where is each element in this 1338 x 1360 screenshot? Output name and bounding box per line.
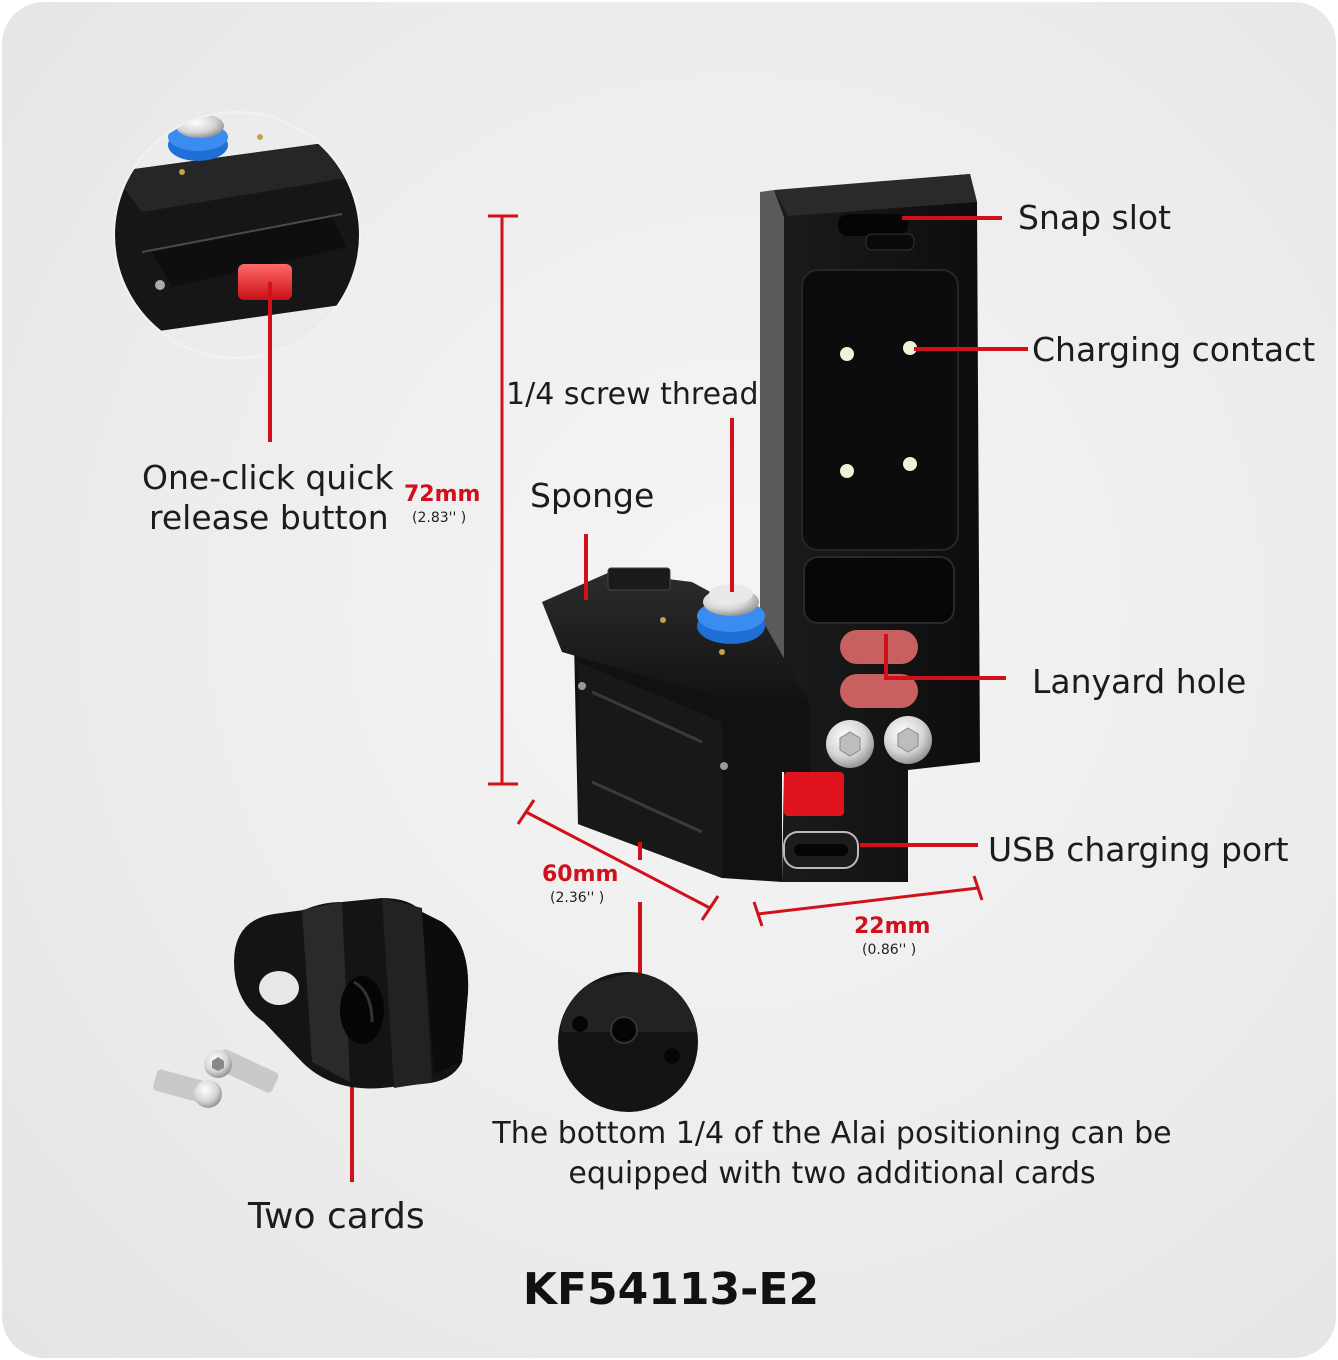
width-dim-inches: (0.86'' ) bbox=[862, 942, 917, 958]
lanyard-hole-label: Lanyard hole bbox=[1032, 662, 1247, 701]
adapter-card-icon bbox=[234, 898, 469, 1089]
cap-screw-icon bbox=[153, 1049, 279, 1108]
snap-slot-label: Snap slot bbox=[1018, 198, 1172, 237]
quick-release-button-icon bbox=[238, 264, 292, 300]
quick-release-detail-view bbox=[113, 111, 361, 442]
width-dim-value: 22mm bbox=[854, 914, 931, 939]
snap-slot-icon bbox=[838, 214, 908, 236]
quick-release-label-line1: One-click quick bbox=[142, 458, 394, 497]
width-dimension-line bbox=[752, 875, 984, 927]
thumb-screw-icon bbox=[697, 584, 765, 644]
bottom-thread-detail-view bbox=[558, 972, 698, 1112]
model-number: KF54113-E2 bbox=[522, 1264, 820, 1315]
usb-port-label: USB charging port bbox=[988, 830, 1289, 869]
sponge-label: Sponge bbox=[530, 476, 655, 515]
depth-dimension-line bbox=[516, 799, 720, 921]
screw-thread-label: 1/4 screw thread bbox=[506, 377, 759, 412]
bottom-note-label: The bottom 1/4 of the Alai positioning c… bbox=[492, 1116, 1172, 1191]
hex-bolt-icon bbox=[826, 716, 932, 768]
height-dim-inches: (2.83'' ) bbox=[412, 510, 467, 526]
two-cards-label: Two cards bbox=[248, 1196, 425, 1237]
callout-leaders bbox=[350, 216, 1028, 1182]
quick-release-label-line2: release button bbox=[149, 498, 389, 537]
depth-dim-inches: (2.36'' ) bbox=[550, 890, 605, 906]
charging-pin-icon bbox=[840, 341, 917, 478]
bracket-body bbox=[542, 174, 980, 882]
height-dim-value: 72mm bbox=[404, 482, 481, 507]
thumb-screw-icon bbox=[168, 114, 228, 161]
height-dimension-line bbox=[488, 214, 518, 786]
charging-contact-label: Charging contact bbox=[1032, 330, 1316, 369]
depth-dim-value: 60mm bbox=[542, 862, 619, 887]
lanyard-hole-icon bbox=[840, 630, 918, 708]
